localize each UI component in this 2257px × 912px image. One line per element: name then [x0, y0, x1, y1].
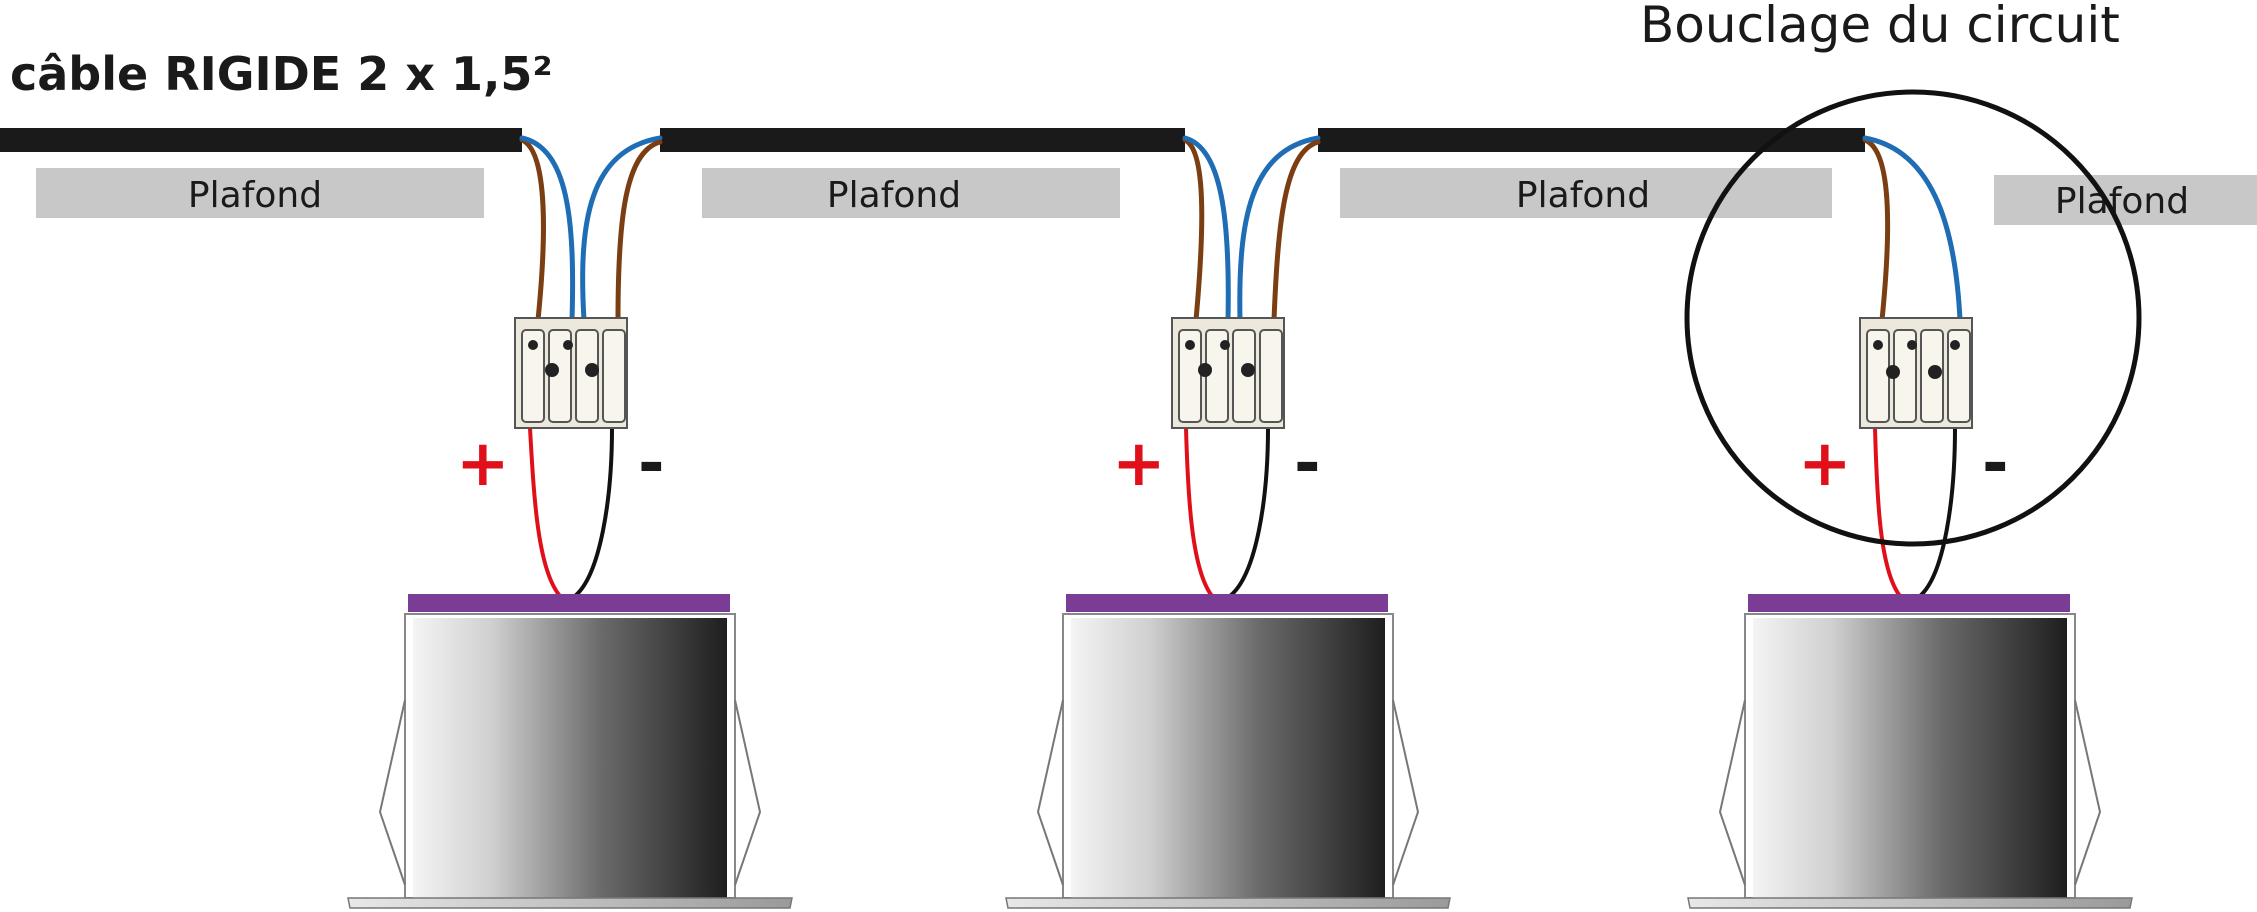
junction-3-wires [1862, 135, 1963, 598]
plus-sign-3: + [1798, 427, 1852, 501]
ceiling-label-4: Plafond [2055, 181, 2189, 222]
connector-block-1 [514, 317, 628, 429]
plus-sign-1: + [456, 427, 510, 501]
ceiling-label-3: Plafond [1516, 175, 1650, 216]
plus-sign-2: + [1112, 427, 1166, 501]
ceiling-1: Plafond [36, 168, 484, 218]
spotlight-2 [1005, 594, 1451, 909]
loop-highlight-circle [1684, 89, 2142, 547]
cable-segment-2 [660, 128, 1185, 152]
connector-block-3 [1859, 317, 1973, 429]
spotlight-3 [1687, 594, 2133, 909]
ceiling-3: Plafond [1340, 168, 1832, 218]
loop-label: Bouclage du circuit [1640, 0, 2120, 54]
junction-2-wires [1182, 135, 1321, 598]
minus-sign-1: - [638, 427, 665, 501]
ceiling-4: Plafond [1994, 175, 2257, 225]
minus-sign-2: - [1294, 427, 1321, 501]
cable-title: câble RIGIDE 2 x 1,5² [10, 47, 553, 101]
ceiling-label-2: Plafond [827, 175, 961, 216]
cable-segment-1 [0, 128, 522, 152]
connector-block-2 [1171, 317, 1285, 429]
ceiling-2: Plafond [702, 168, 1120, 218]
minus-sign-3: - [1982, 427, 2009, 501]
spotlight-1 [347, 594, 793, 909]
junction-1-wires [519, 135, 663, 598]
ceiling-label-1: Plafond [188, 175, 322, 216]
